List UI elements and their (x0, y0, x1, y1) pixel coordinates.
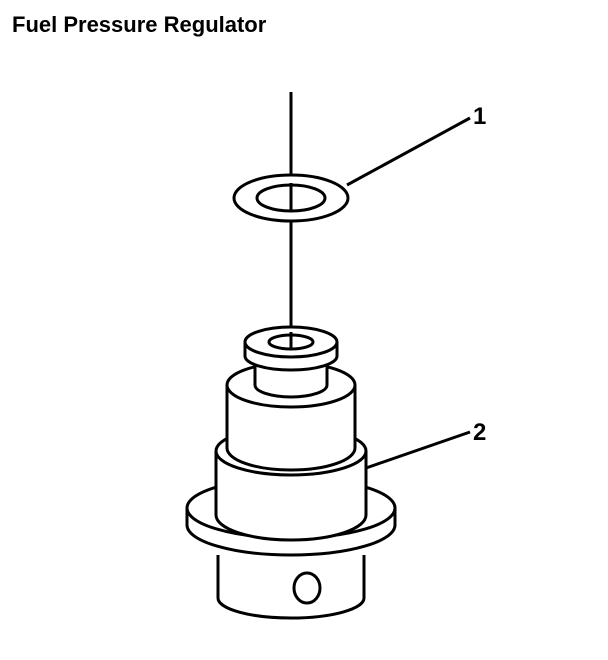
callout-1-leader (346, 116, 471, 187)
diagram-title: Fuel Pressure Regulator (12, 12, 267, 37)
callout-2-label: 2 (473, 419, 486, 446)
side-port-hole (292, 571, 322, 605)
callout-1-label: 1 (473, 103, 486, 130)
callout-2-leader (365, 430, 471, 470)
regulator-body (185, 325, 397, 620)
